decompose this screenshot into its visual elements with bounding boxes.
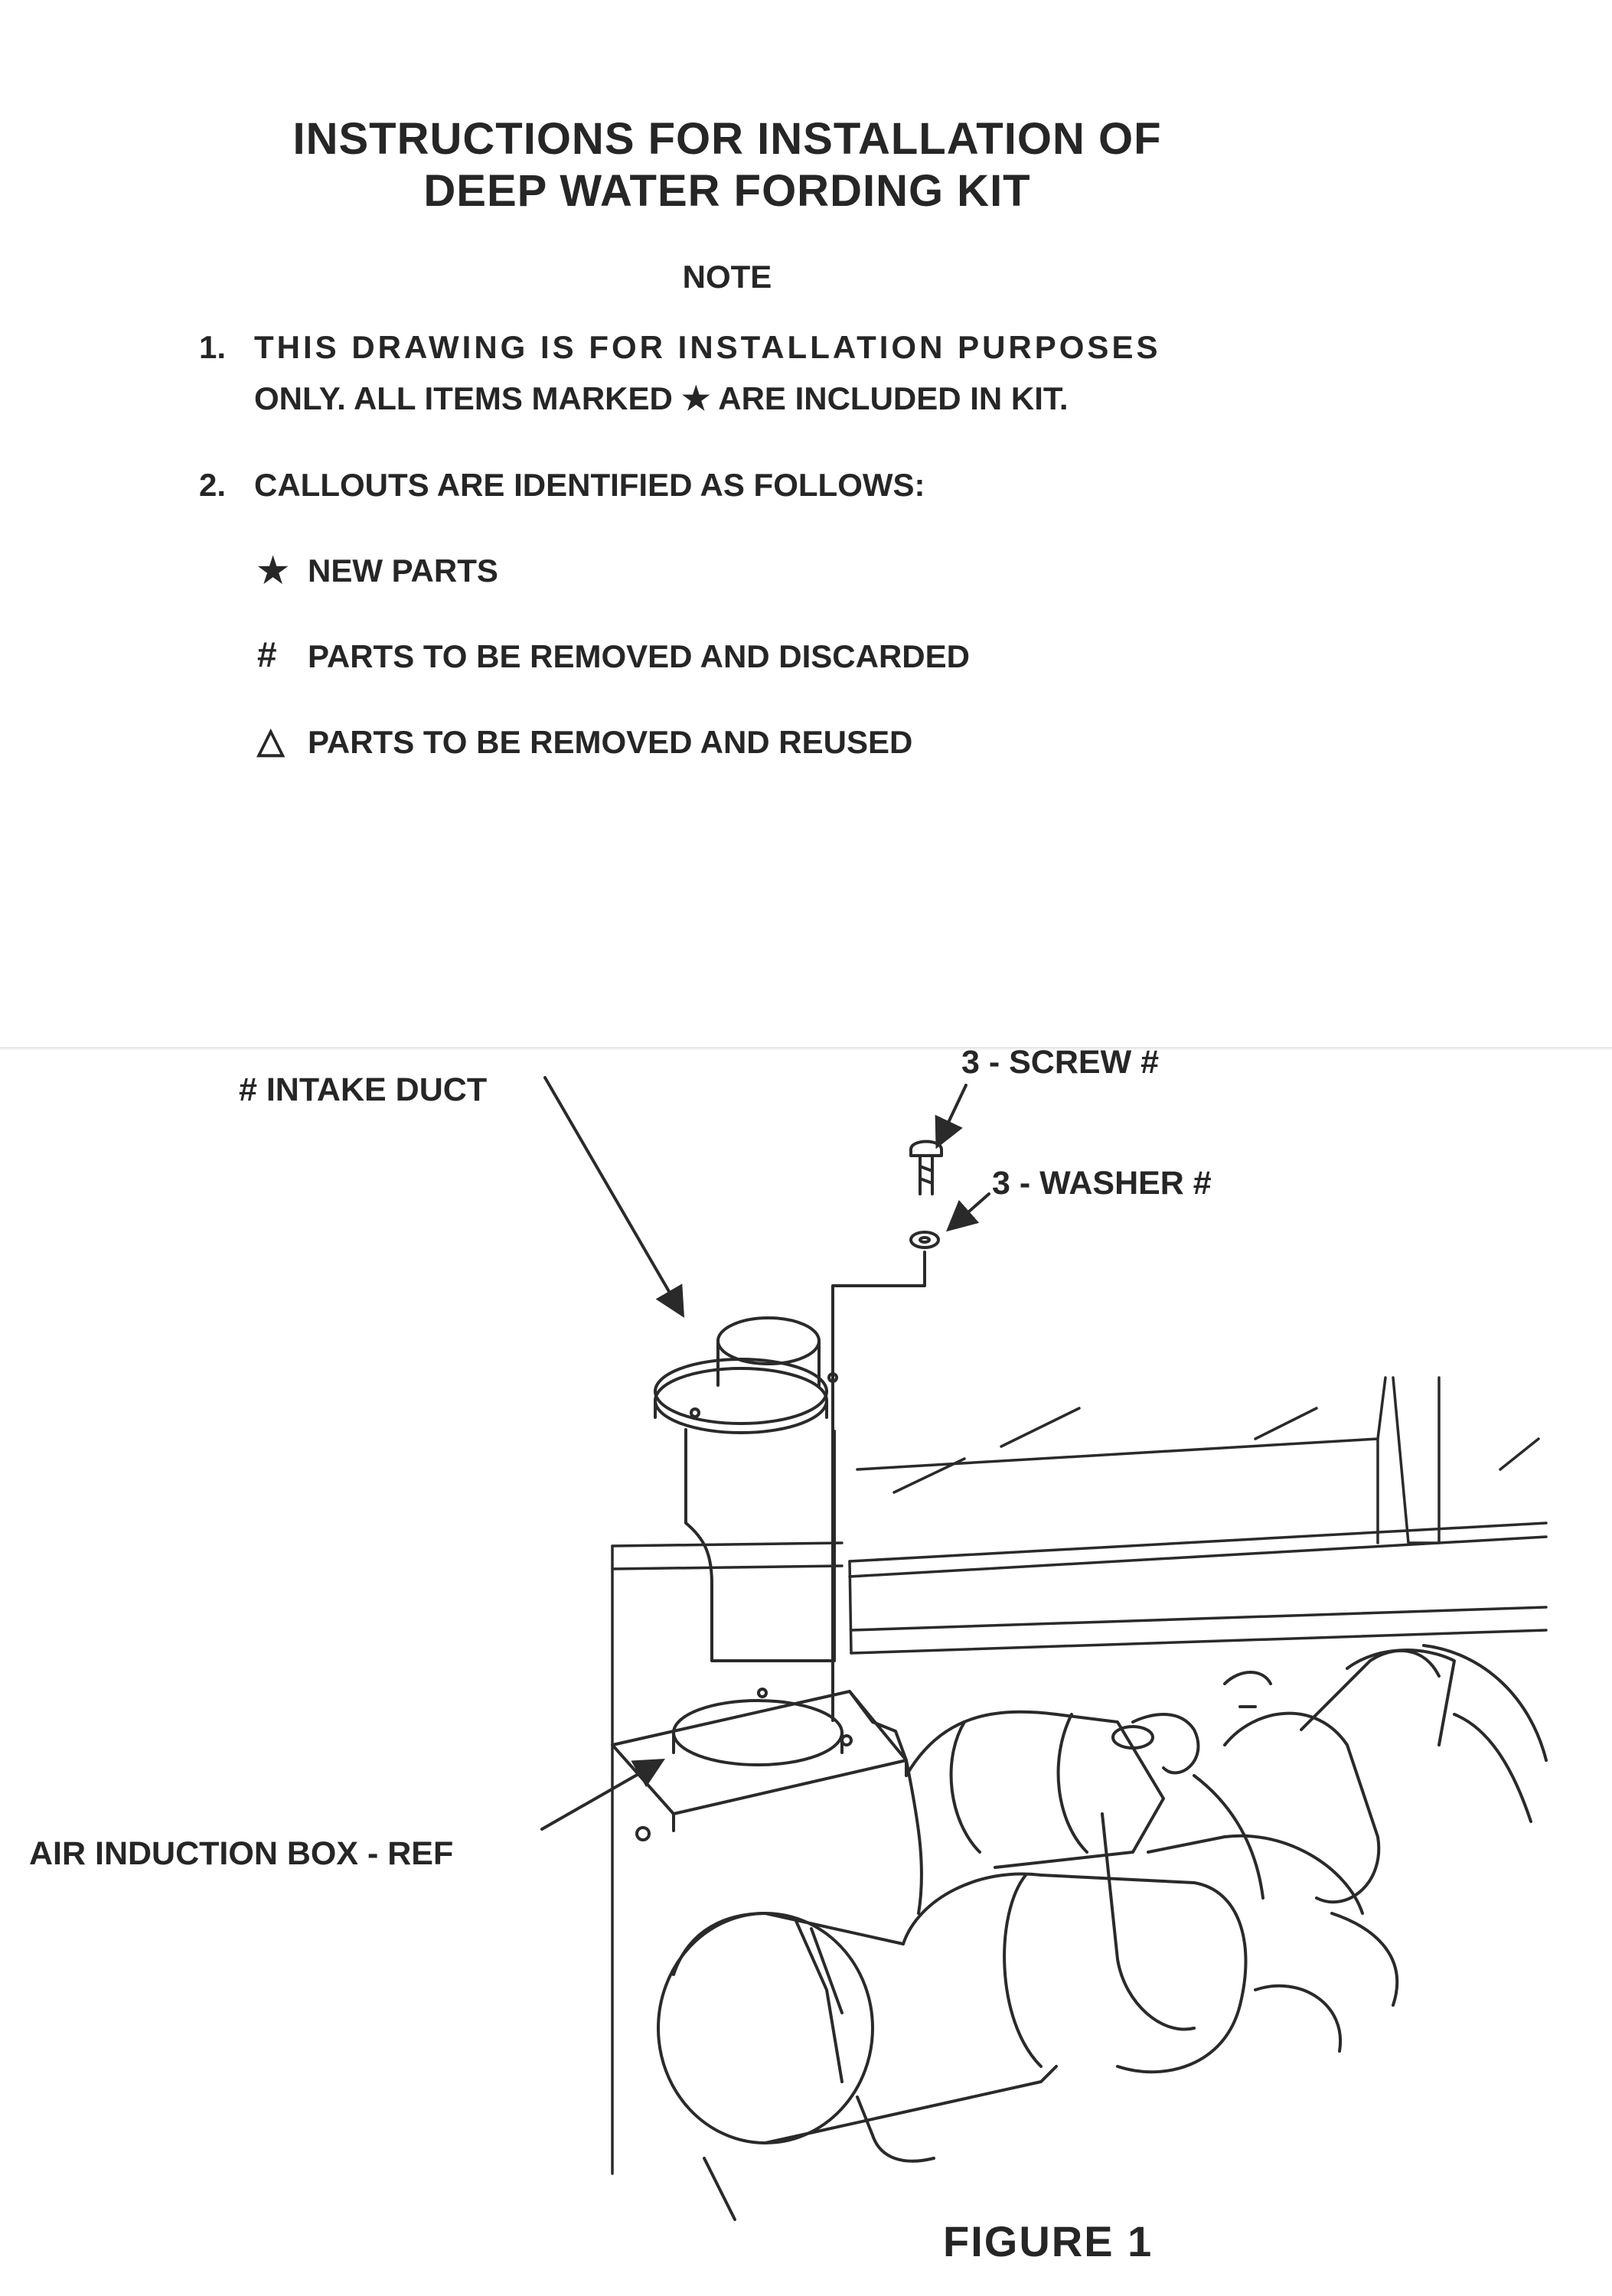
note-item-1-line-2: ONLY. ALL ITEMS MARKED ★ ARE INCLUDED IN… bbox=[254, 380, 1069, 416]
screw-leader bbox=[935, 1084, 968, 1150]
screw-icon bbox=[909, 1140, 943, 1195]
callout-intake-duct: # INTAKE DUCT bbox=[239, 1071, 488, 1108]
callout-washer: 3 - WASHER # bbox=[992, 1165, 1212, 1202]
vehicle-body-lines bbox=[611, 1376, 1548, 2175]
washer-leader bbox=[945, 1192, 990, 1232]
leader-lines bbox=[540, 1076, 990, 1831]
legend-reused-parts: PARTS TO BE REMOVED AND REUSED bbox=[308, 724, 913, 760]
note-item-2-line-1: CALLOUTS ARE IDENTIFIED AS FOLLOWS: bbox=[254, 467, 925, 503]
air-induction-box-leader bbox=[540, 1759, 665, 1831]
note-heading: NOTE bbox=[682, 259, 772, 295]
legend-new-parts: NEW PARTS bbox=[308, 553, 498, 589]
note-item-1-number: 1. bbox=[199, 329, 227, 365]
washer-icon bbox=[909, 1231, 940, 1249]
callout-screw: 3 - SCREW # bbox=[961, 1044, 1160, 1081]
document-title-line-2: DEEP WATER FORDING KIT bbox=[423, 166, 1031, 216]
note-item-2-number: 2. bbox=[199, 467, 227, 503]
air-cleaner-assembly bbox=[657, 1644, 1548, 2221]
figure-caption: FIGURE 1 bbox=[943, 2217, 1154, 2265]
reuse-triangle-icon: △ bbox=[257, 720, 285, 760]
callout-air-induction-box: AIR INDUCTION BOX - REF bbox=[29, 1835, 454, 1872]
discard-hash-icon: # bbox=[257, 634, 277, 674]
intake-duct-part bbox=[654, 1316, 838, 1662]
new-parts-star-icon: ★ bbox=[257, 550, 289, 590]
note-item-1-line-1: THIS DRAWING IS FOR INSTALLATION PURPOSE… bbox=[254, 329, 1161, 365]
intake-duct-leader bbox=[543, 1076, 685, 1318]
legend-discarded-parts: PARTS TO BE REMOVED AND DISCARDED bbox=[308, 638, 970, 674]
document-title-line-1: INSTRUCTIONS FOR INSTALLATION OF bbox=[292, 114, 1162, 164]
paper-fold-line bbox=[0, 1047, 1612, 1050]
